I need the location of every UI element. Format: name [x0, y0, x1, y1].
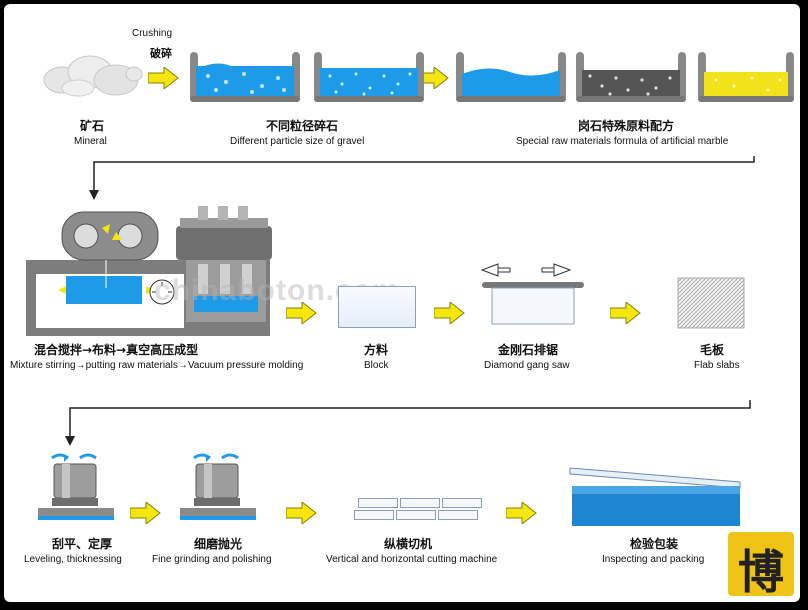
mineral-label-zh: 矿石	[80, 119, 105, 133]
mixing-label-zh: 混合搅拌→布料→真空高压成型	[34, 343, 199, 357]
arrow-right-icon	[610, 302, 641, 324]
mineral-label-en: Mineral	[74, 136, 107, 147]
gravel-tray-yellow	[698, 52, 794, 102]
arrow-right-icon	[434, 302, 465, 324]
polish-label-en: Fine grinding and polishing	[152, 554, 272, 565]
polishing-machine	[180, 453, 256, 520]
cut-piece	[358, 498, 398, 508]
crushing-label-en: Crushing	[132, 28, 173, 39]
crushing-label-zh: 破碎	[150, 47, 172, 60]
gravel-tray-medium	[314, 52, 424, 102]
gravel-tray-gray	[576, 52, 686, 102]
flab-slabs-stack	[677, 277, 745, 329]
saw-label-zh: 金刚石排锯	[498, 343, 559, 357]
gravel-tray-fine	[456, 52, 566, 102]
diamond-gang-saw	[480, 263, 584, 325]
logo-glyph: 博	[738, 545, 784, 596]
slabs-label-en: Flab slabs	[694, 360, 740, 371]
cut-piece	[442, 498, 482, 508]
mineral-rocks-icon	[43, 55, 143, 97]
polish-label-zh: 细磨抛光	[194, 537, 243, 551]
block-shape	[338, 286, 416, 328]
formula-label-en: Special raw materials formula of artific…	[516, 136, 729, 147]
arrow-right-icon	[286, 502, 317, 524]
saw-label-en: Diamond gang saw	[484, 360, 570, 371]
connector-arrow-down-icon	[89, 156, 755, 200]
cut-piece	[354, 510, 394, 520]
cutting-label-en: Vertical and horizontal cutting machine	[326, 554, 498, 565]
formula-label-zh: 岗石特殊原料配方	[578, 119, 675, 133]
company-logo: 博	[728, 532, 794, 596]
cut-piece	[396, 510, 436, 520]
cutting-label-zh: 纵横切机	[384, 537, 433, 551]
cut-piece	[438, 510, 478, 520]
block-label-zh: 方料	[364, 343, 389, 357]
arrow-right-icon	[130, 502, 161, 524]
gravel-label-en: Different particle size of gravel	[230, 136, 365, 147]
leveling-label-zh: 刮平、定厚	[52, 537, 113, 551]
arrow-right-icon	[148, 67, 179, 89]
leveling-label-en: Leveling, thicknessing	[24, 554, 122, 565]
leveling-machine	[38, 453, 114, 520]
arrow-right-icon	[506, 502, 537, 524]
packing-label-en: Inspecting and packing	[602, 554, 705, 565]
cut-piece	[400, 498, 440, 508]
block-label-en: Block	[364, 360, 389, 371]
process-diagram: Crushing 破碎 矿石 Minera	[4, 4, 800, 602]
mixing-molding-machine	[26, 206, 272, 336]
mixing-label-en: Mixture stirring→putting raw materials→V…	[10, 360, 304, 371]
gravel-tray-coarse	[190, 52, 300, 102]
slabs-label-zh: 毛板	[700, 343, 725, 357]
packing-box	[569, 467, 741, 526]
packing-label-zh: 检验包装	[630, 537, 679, 551]
connector-arrow-down-icon	[65, 400, 751, 446]
gravel-label-zh: 不同粒径碎石	[266, 119, 339, 133]
arrow-right-icon	[286, 302, 317, 324]
